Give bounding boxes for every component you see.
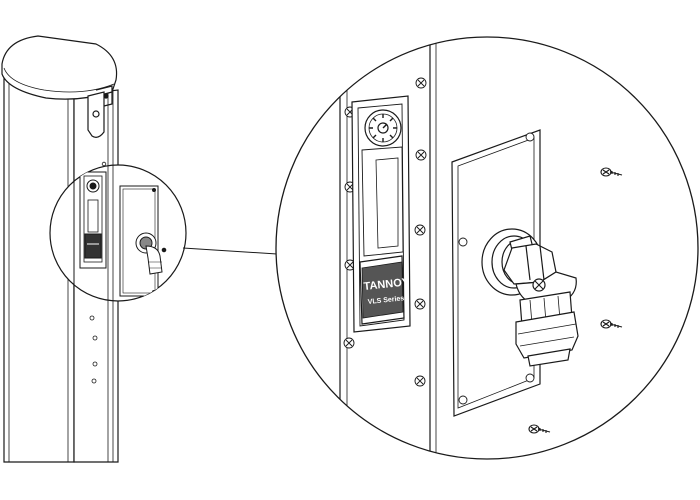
screw-icon [600,319,623,329]
small-detail-circle [49,164,187,302]
screw-icon [600,167,623,177]
loose-screws [528,167,623,434]
frame-screws [343,77,427,387]
control-panel: TANNOY VLS Series [351,95,411,333]
callout-leader-line [182,247,278,255]
rotary-dial [364,109,402,147]
column-holes [89,161,107,384]
screw-icon [528,424,551,434]
series-label: VLS Series [367,295,404,306]
large-detail-circle: TANNOY VLS Series [275,36,699,460]
cable-gland [481,228,579,367]
brand-label: TANNOY [363,276,410,293]
